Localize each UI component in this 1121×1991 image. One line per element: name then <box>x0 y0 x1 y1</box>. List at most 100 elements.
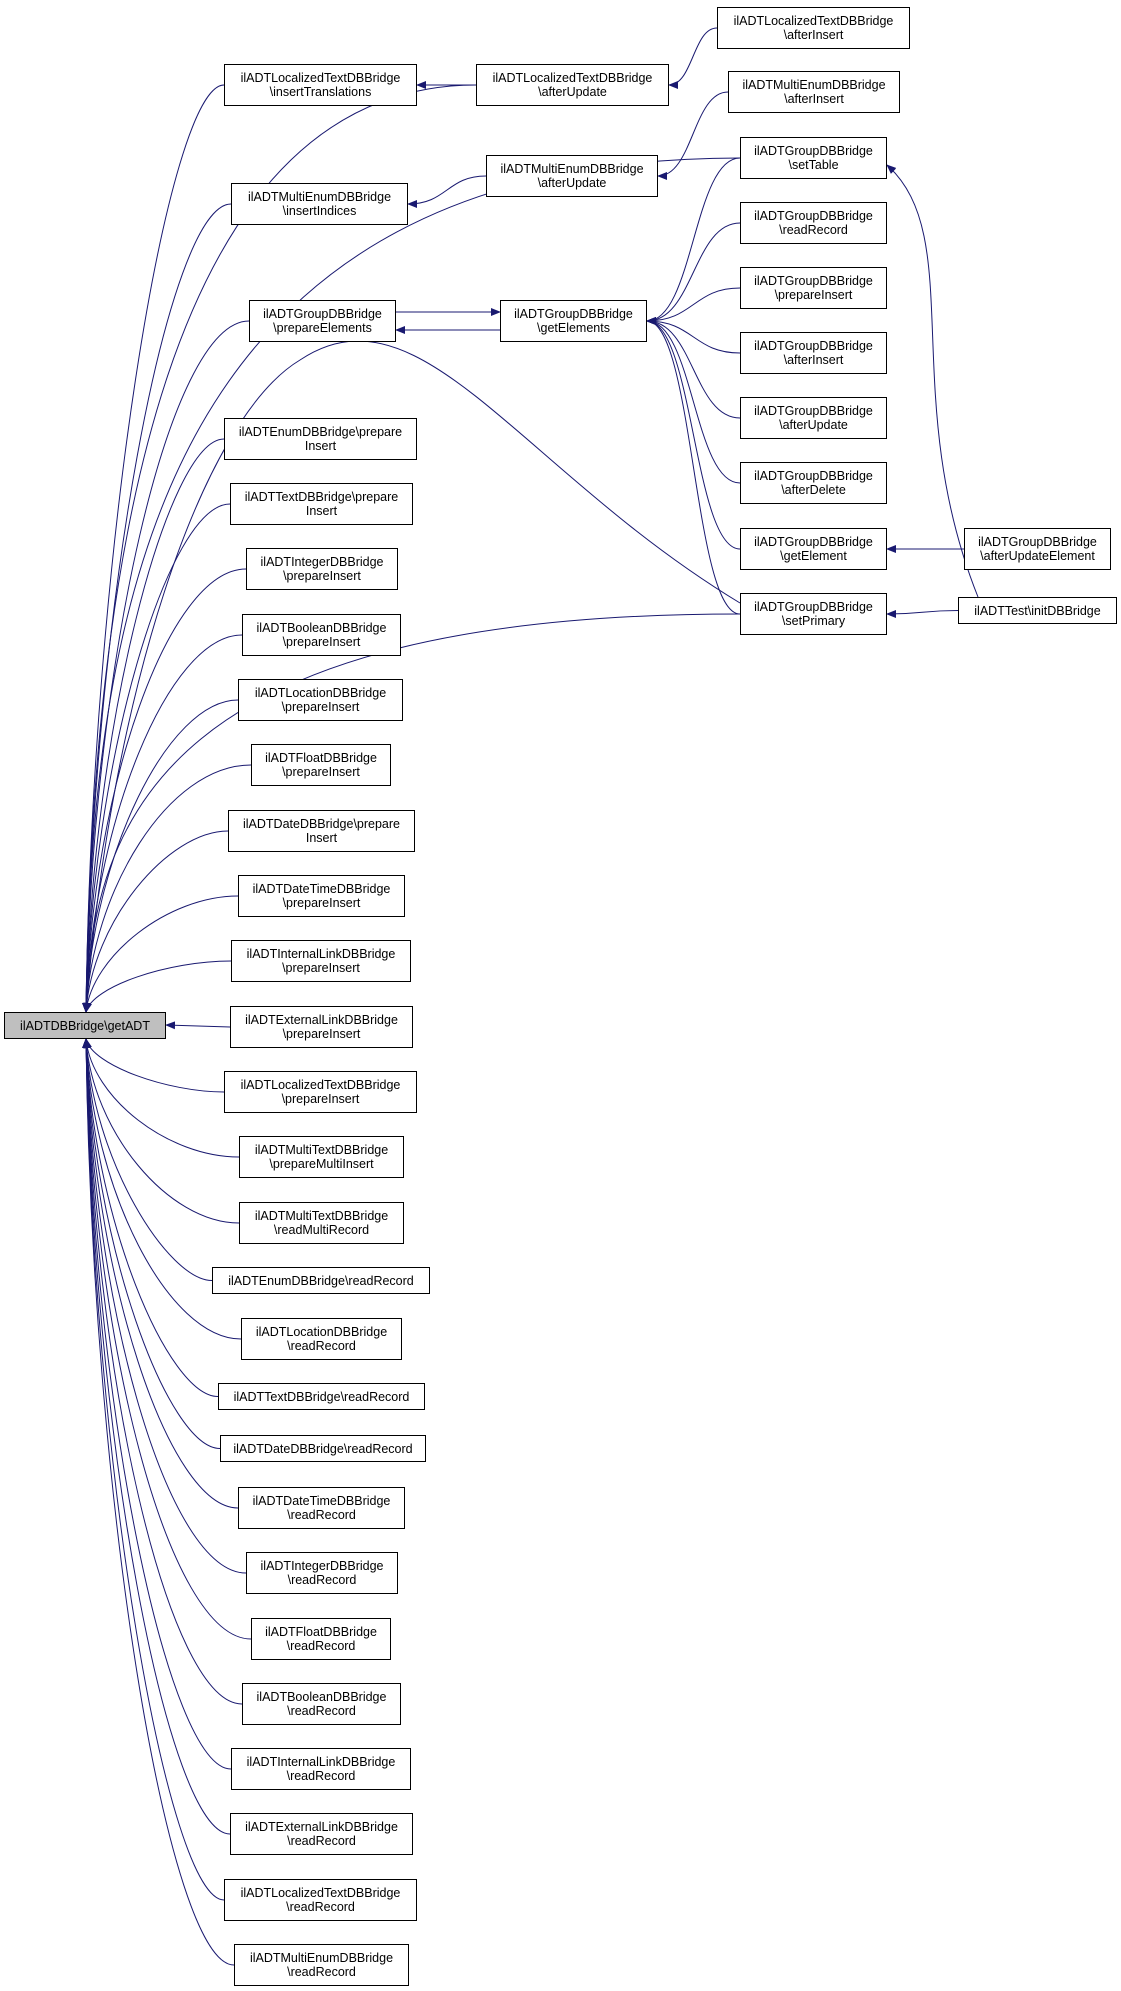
node-group-settable[interactable]: ilADTGroupDBBridge\setTable <box>740 137 887 179</box>
node-localizedtext-afterinsert[interactable]: ilADTLocalizedTextDBBridge\afterInsert <box>717 7 910 49</box>
node-group-getelements[interactable]: ilADTGroupDBBridge\getElements <box>500 300 647 342</box>
node-group-prepareinsert[interactable]: ilADTGroupDBBridge\prepareInsert <box>740 267 887 309</box>
node-getadt[interactable]: ilADTDBBridge\getADT <box>4 1012 166 1039</box>
node-label: \afterUpdate <box>779 418 848 432</box>
edge-date_read-to-root <box>82 1038 221 1449</box>
node-label: ilADTDateTimeDBBridge <box>252 1494 391 1508</box>
node-label: \afterUpdate <box>538 85 607 99</box>
node-test-initdbbridge[interactable]: ilADTTest\initDBBridge <box>958 597 1117 624</box>
node-multienum-readrecord[interactable]: ilADTMultiEnumDBBridge\readRecord <box>234 1944 409 1986</box>
node-internallink-readrecord[interactable]: ilADTInternalLinkDBBridge\readRecord <box>231 1748 411 1790</box>
node-label: ilADTDateTimeDBBridge <box>252 882 391 896</box>
node-localizedtext-prepareinsert[interactable]: ilADTLocalizedTextDBBridge\prepareInsert <box>224 1071 417 1113</box>
node-label: ilADTGroupDBBridge <box>263 307 382 321</box>
edge-loc_prep-to-root <box>82 699 239 1013</box>
node-group-getelement[interactable]: ilADTGroupDBBridge\getElement <box>740 528 887 570</box>
node-group-afterupdate[interactable]: ilADTGroupDBBridge\afterUpdate <box>740 397 887 439</box>
node-label: ilADTLocalizedTextDBBridge <box>240 71 401 85</box>
node-group-setprimary[interactable]: ilADTGroupDBBridge\setPrimary <box>740 593 887 635</box>
node-multitext-preparemultiinsert[interactable]: ilADTMultiTextDBBridge\prepareMultiInser… <box>239 1136 404 1178</box>
node-group-prepareelements[interactable]: ilADTGroupDBBridge\prepareElements <box>249 300 396 342</box>
node-label: \prepareInsert <box>282 635 361 649</box>
edge-g_setPrim-to-root <box>82 340 741 1013</box>
node-label: ilADTDBBridge\getADT <box>20 1018 150 1033</box>
node-label: \prepareInsert <box>283 569 361 583</box>
node-localizedtext-afterupdate[interactable]: ilADTLocalizedTextDBBridge\afterUpdate <box>476 64 669 106</box>
node-label: ilADTMultiEnumDBBridge <box>500 162 644 176</box>
node-label: \readRecord <box>286 1900 355 1914</box>
node-label: \prepareElements <box>273 321 372 335</box>
node-integer-prepareinsert[interactable]: ilADTIntegerDBBridge\prepareInsert <box>246 548 398 590</box>
node-group-afterinsert[interactable]: ilADTGroupDBBridge\afterInsert <box>740 332 887 374</box>
edge-me_afterUpd-to-me_insIdx <box>407 175 487 208</box>
node-enum-readrecord[interactable]: ilADTEnumDBBridge\readRecord <box>212 1267 430 1294</box>
node-label: \afterInsert <box>784 92 844 106</box>
node-label: ilADTBooleanDBBridge <box>256 621 387 635</box>
node-label: ilADTGroupDBBridge <box>978 535 1097 549</box>
edge-enum_read-to-root <box>82 1038 213 1281</box>
node-group-afterupdateelement[interactable]: ilADTGroupDBBridge\afterUpdateElement <box>964 528 1111 570</box>
node-label: \prepareInsert <box>282 896 361 910</box>
edge-float_read-to-root <box>82 1038 252 1640</box>
edge-text_read-to-root <box>82 1038 219 1397</box>
edge-g_setTable-to-g_getElems <box>646 157 741 325</box>
node-location-prepareinsert[interactable]: ilADTLocationDBBridge\prepareInsert <box>238 679 403 721</box>
node-label: ilADTEnumDBBridge\readRecord <box>228 1273 414 1288</box>
node-label: ilADTFloatDBBridge <box>265 1625 377 1639</box>
node-localizedtext-readrecord[interactable]: ilADTLocalizedTextDBBridge\readRecord <box>224 1879 417 1921</box>
node-datetime-readrecord[interactable]: ilADTDateTimeDBBridge\readRecord <box>238 1487 405 1529</box>
node-group-afterdelete[interactable]: ilADTGroupDBBridge\afterDelete <box>740 462 887 504</box>
node-label: ilADTMultiTextDBBridge <box>254 1143 389 1157</box>
node-label: ilADTDateDBBridge\prepare <box>242 817 400 831</box>
node-label: \readRecord <box>286 1769 356 1783</box>
node-internallink-prepareinsert[interactable]: ilADTInternalLinkDBBridge\prepareInsert <box>231 940 411 982</box>
edge-il_read-to-root <box>82 1038 232 1770</box>
node-label: \setPrimary <box>781 614 846 628</box>
node-label: ilADTLocalizedTextDBBridge <box>240 1078 401 1092</box>
node-label: ilADTGroupDBBridge <box>754 274 873 288</box>
edge-date_prep-to-root <box>82 830 229 1013</box>
node-label: ilADTGroupDBBridge <box>754 469 873 483</box>
node-multienum-afterupdate[interactable]: ilADTMultiEnumDBBridge\afterUpdate <box>486 155 658 197</box>
node-label: \readRecord <box>287 1704 356 1718</box>
node-location-readrecord[interactable]: ilADTLocationDBBridge\readRecord <box>241 1318 402 1360</box>
edge-dt_prep-to-root <box>82 895 239 1013</box>
node-date-readrecord[interactable]: ilADTDateDBBridge\readRecord <box>220 1435 426 1462</box>
node-multienum-afterinsert[interactable]: ilADTMultiEnumDBBridge\afterInsert <box>728 71 900 113</box>
edge-bool_read-to-root <box>82 1038 243 1705</box>
node-label: ilADTLocationDBBridge <box>255 1325 388 1339</box>
edge-g_prepElems-to-root <box>82 320 250 1013</box>
node-label: \prepareInsert <box>282 765 360 779</box>
edge-mt_readMulti-to-root <box>82 1038 240 1224</box>
node-label: ilADTGroupDBBridge <box>514 307 633 321</box>
edge-me_insIdx-to-root <box>82 203 232 1013</box>
edge-enum_prep-to-root <box>82 438 225 1013</box>
node-boolean-readrecord[interactable]: ilADTBooleanDBBridge\readRecord <box>242 1683 401 1725</box>
node-boolean-prepareinsert[interactable]: ilADTBooleanDBBridge\prepareInsert <box>242 614 401 656</box>
edge-float_prep-to-root <box>82 764 252 1013</box>
node-multitext-readmultirecord[interactable]: ilADTMultiTextDBBridge\readMultiRecord <box>239 1202 404 1244</box>
node-label: ilADTLocalizedTextDBBridge <box>733 14 894 28</box>
edge-dt_read-to-root <box>82 1038 239 1509</box>
node-label: ilADTGroupDBBridge <box>754 339 873 353</box>
node-externallink-prepareinsert[interactable]: ilADTExternalLinkDBBridge\prepareInsert <box>230 1006 413 1048</box>
node-integer-readrecord[interactable]: ilADTIntegerDBBridge\readRecord <box>246 1552 398 1594</box>
node-multienum-insertindices[interactable]: ilADTMultiEnumDBBridge\insertIndices <box>231 183 408 225</box>
node-text-readrecord[interactable]: ilADTTextDBBridge\readRecord <box>218 1383 425 1410</box>
node-label: ilADTInternalLinkDBBridge <box>246 1755 396 1769</box>
node-label: ilADTMultiTextDBBridge <box>254 1209 389 1223</box>
node-float-prepareinsert[interactable]: ilADTFloatDBBridge\prepareInsert <box>251 744 391 786</box>
node-datetime-prepareinsert[interactable]: ilADTDateTimeDBBridge\prepareInsert <box>238 875 405 917</box>
node-group-readrecord[interactable]: ilADTGroupDBBridge\readRecord <box>740 202 887 244</box>
node-localizedtext-inserttranslations[interactable]: ilADTLocalizedTextDBBridge\insertTransla… <box>224 64 417 106</box>
node-label: \readRecord <box>779 223 848 237</box>
node-externallink-readrecord[interactable]: ilADTExternalLinkDBBridge\readRecord <box>230 1813 413 1855</box>
edge-int_prep-to-root <box>82 568 247 1013</box>
edge-el_read-to-root <box>82 1038 231 1835</box>
node-float-readrecord[interactable]: ilADTFloatDBBridge\readRecord <box>251 1618 391 1660</box>
node-label: ilADTGroupDBBridge <box>754 404 873 418</box>
